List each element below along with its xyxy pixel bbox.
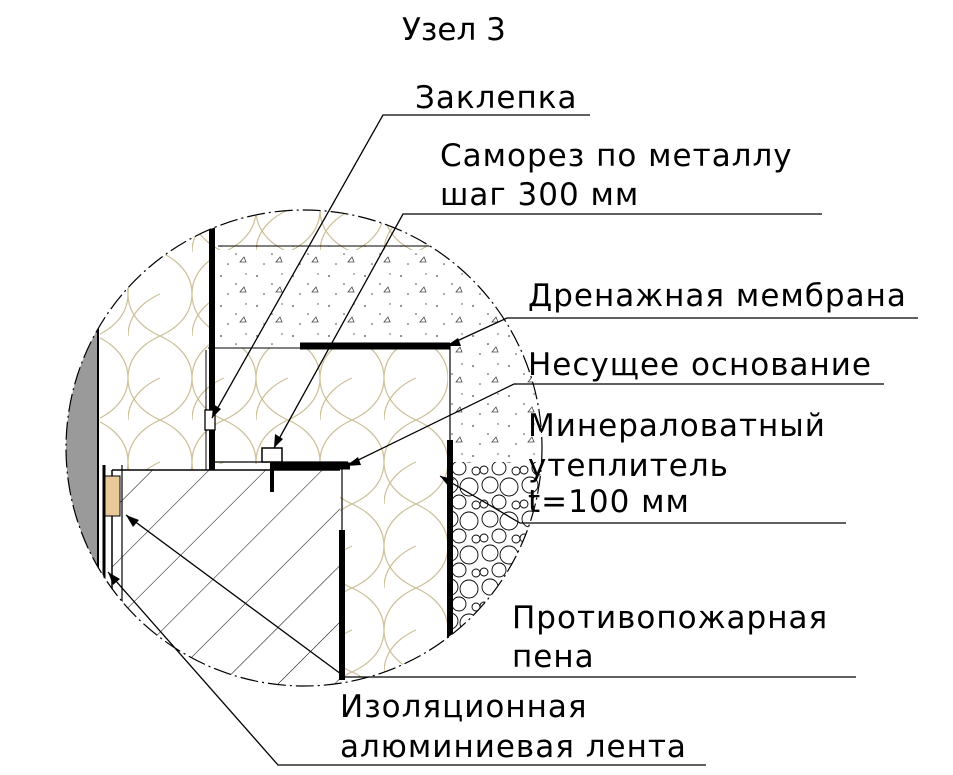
label-drain: Дренажная мембрана	[528, 278, 907, 314]
label-mw-line2: утеплитель	[528, 448, 729, 484]
label-screw-line2: шаг 300 мм	[440, 177, 639, 213]
node-title: Узел 3	[402, 12, 506, 48]
label-mw-line1: Минераловатный	[528, 408, 826, 444]
leader-lines	[107, 114, 918, 766]
leader-drain	[445, 317, 918, 347]
leader-rivet	[211, 114, 590, 419]
fire-foam	[103, 475, 121, 517]
label-screw-line1: Саморез по металлу	[440, 138, 793, 174]
left-insulation	[100, 210, 212, 470]
label-mw-line3: t=100 мм	[528, 484, 690, 520]
mineral-wool-right	[340, 464, 448, 686]
label-foam-line1: Противопожарная	[512, 600, 828, 636]
leader-mineral-wool	[439, 475, 846, 524]
leader-base	[345, 383, 884, 467]
load-bearing-base	[112, 470, 340, 686]
screw-head	[261, 447, 283, 463]
leader-foam	[125, 514, 856, 678]
wall-section	[66, 210, 98, 686]
label-tape-line2: алюминиевая лента	[340, 729, 687, 765]
label-foam-line2: пена	[512, 639, 595, 675]
leader-screw	[273, 213, 822, 449]
detail-circle-outline	[65, 209, 543, 687]
mineral-wool-center	[208, 348, 448, 464]
leader-tape	[107, 571, 706, 766]
label-tape-line1: Изоляционная	[340, 689, 588, 725]
label-rivet: Заклепка	[415, 80, 577, 116]
label-base: Несущее основание	[528, 347, 872, 383]
rivet	[204, 409, 216, 431]
